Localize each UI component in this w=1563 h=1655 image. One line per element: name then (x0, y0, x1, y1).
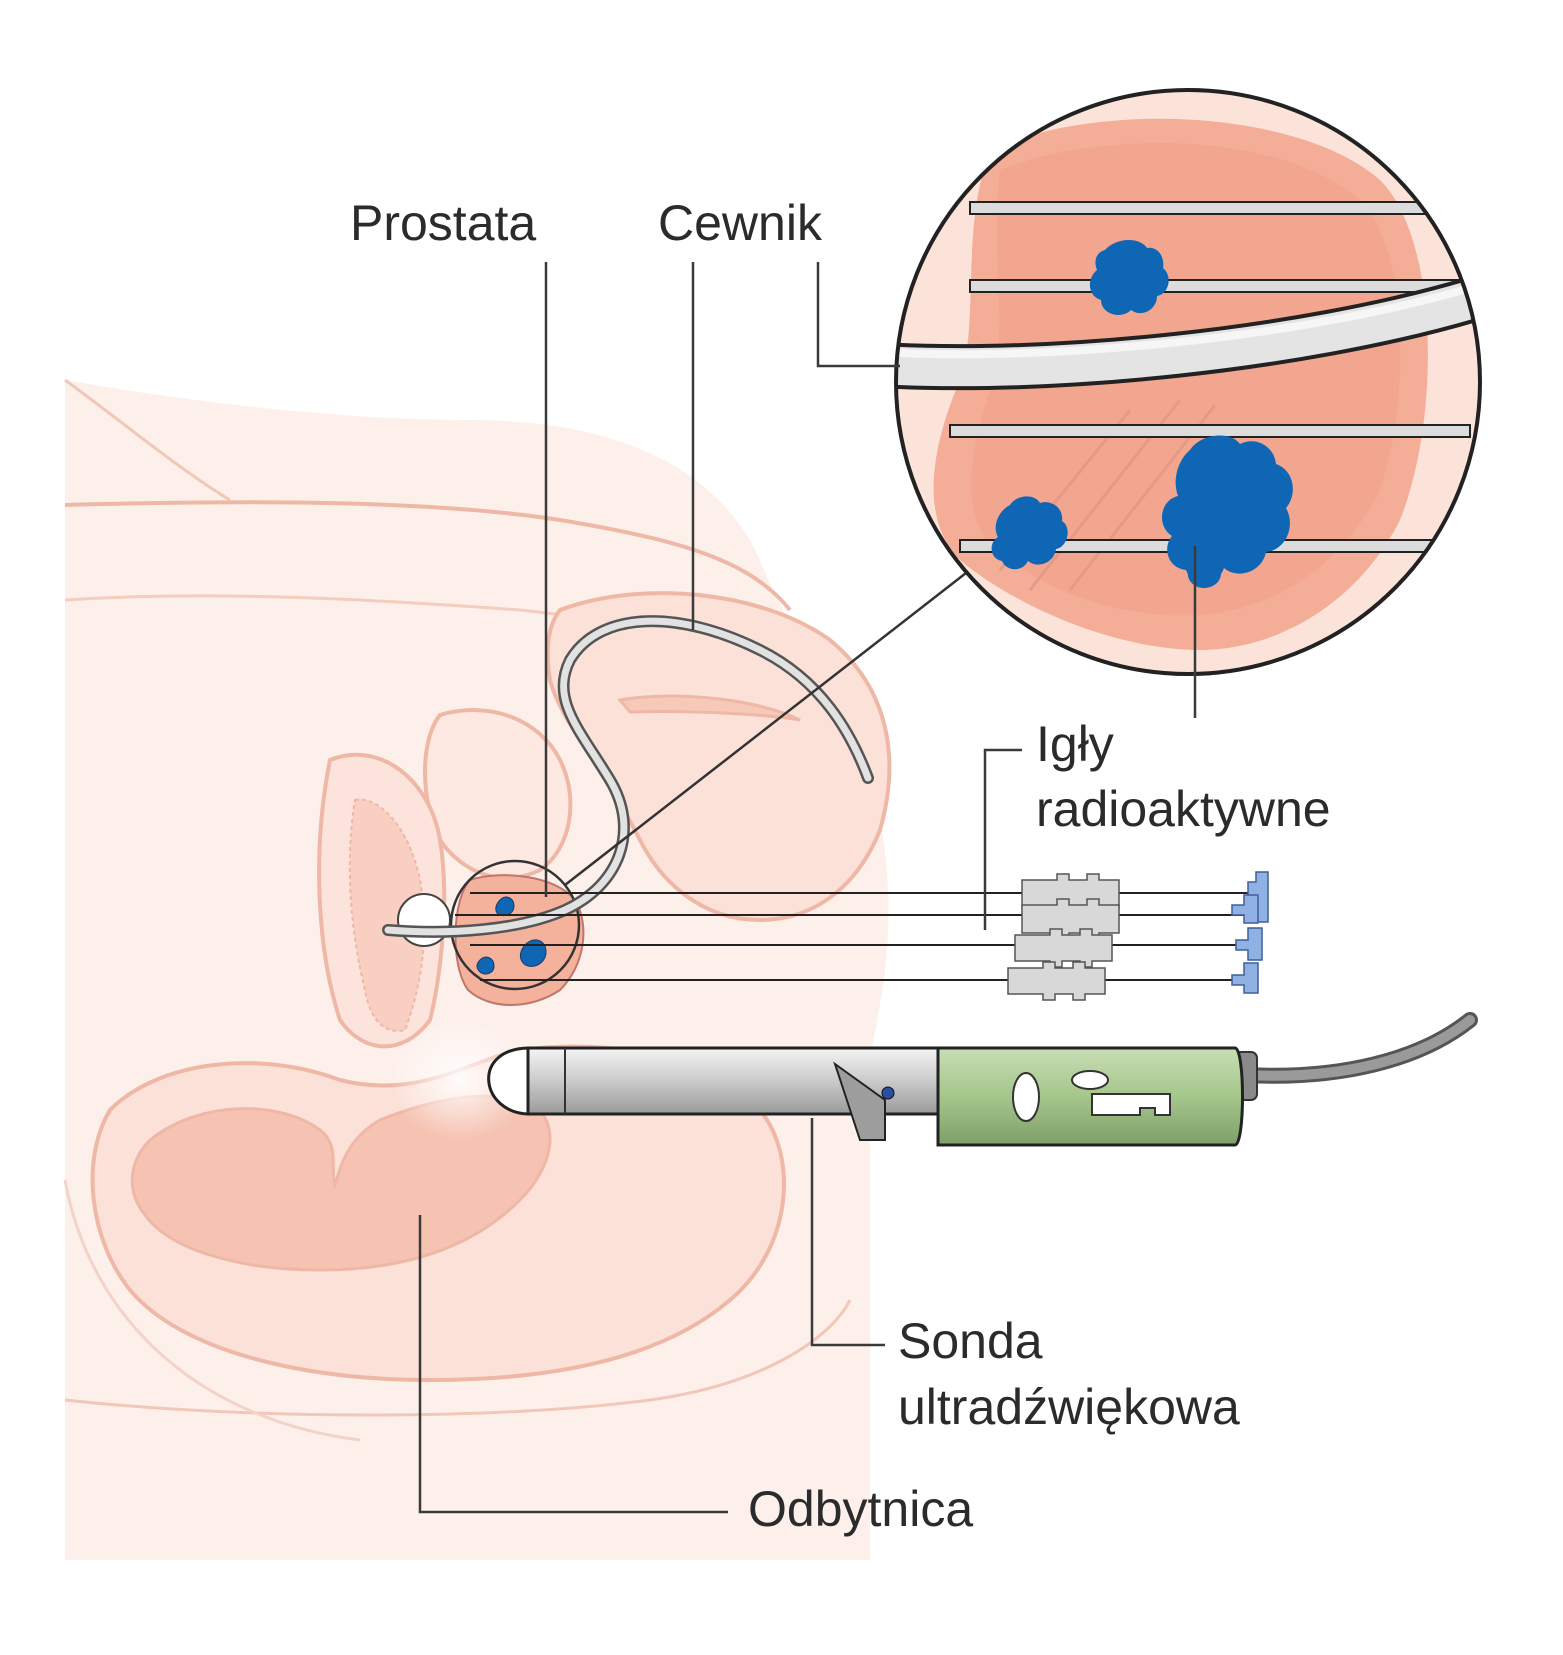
zoom-tumor-3 (991, 496, 1068, 570)
probe-indicator (881, 1086, 895, 1100)
probe-glow (390, 1020, 530, 1140)
leader-rectum (418, 1215, 728, 1514)
label-probe-line2: ultradźwiękowa (898, 1379, 1240, 1435)
leader-lines (418, 262, 1197, 1514)
zoom-circle-border (894, 88, 1482, 676)
zoom-source-circle (449, 859, 581, 991)
probe-bevel (833, 1061, 886, 1141)
probe-button-small (1071, 1070, 1109, 1090)
label-needles-line2: radioaktywne (1036, 781, 1331, 837)
zoom-inset (564, 88, 1482, 886)
pelvic-floor-outline (64, 1299, 852, 1417)
label-probe-line1: Sonda (898, 1313, 1043, 1369)
zoom-tumor-1 (1089, 239, 1169, 315)
label-needles-line1: Igły (1036, 716, 1114, 772)
leader-zoom-catheter (816, 262, 900, 368)
probe-handle (936, 1046, 1244, 1147)
probe-button-oval (1012, 1072, 1040, 1122)
zoom-tumor-2 (1161, 435, 1293, 582)
label-catheter: Cewnik (658, 195, 822, 251)
urethra-bulb (397, 893, 451, 947)
small-tumor-3 (476, 956, 495, 975)
leader-probe (810, 1118, 885, 1347)
needle-hub-1 (1007, 873, 1120, 1001)
needle-tips (1231, 871, 1269, 994)
sacrum-inner (348, 798, 425, 1032)
zoom-connector (564, 565, 976, 886)
leader-needles (983, 748, 1022, 930)
label-prostate: Prostata (350, 195, 537, 251)
probe-key-slot (1091, 1093, 1171, 1116)
upper-body-outline (64, 378, 231, 502)
ultrasound-probe (487, 1012, 1478, 1147)
abdominal-wall (64, 500, 792, 612)
prostate-gland (454, 874, 585, 1006)
small-tumor-2 (519, 939, 547, 967)
radioactive-needles (455, 871, 1269, 1001)
probe-tip (487, 1046, 532, 1116)
label-rectum: Odbytnica (748, 1481, 974, 1537)
perineum-outline (63, 1179, 361, 1442)
bladder-inner (617, 694, 801, 722)
